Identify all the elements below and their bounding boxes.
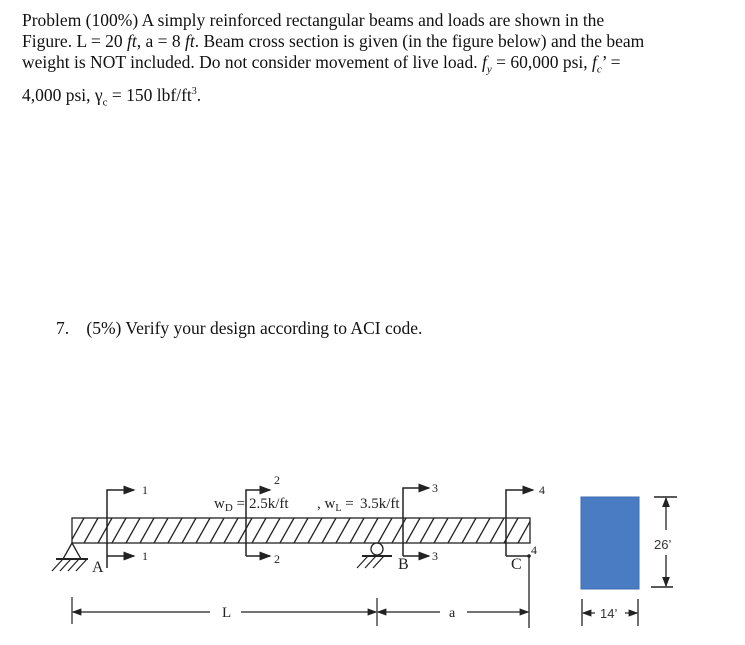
- svg-text:, wL =: , wL =: [317, 496, 354, 514]
- roller-support-b-icon: [356, 542, 392, 569]
- svg-text:3: 3: [432, 549, 438, 563]
- width-label: 14’: [600, 606, 617, 621]
- svg-text:1: 1: [142, 483, 148, 497]
- section-cut-4: 4 4: [505, 483, 545, 558]
- svg-text:4: 4: [531, 543, 537, 557]
- support-b-label: B: [398, 556, 409, 573]
- dimension-a: a: [376, 606, 530, 621]
- beam: [71, 517, 531, 544]
- svg-text:a: a: [449, 606, 456, 621]
- problem-line-4: 4,000 psi, γc = 150 lbf/ft3.: [22, 84, 202, 108]
- problem-statement: Problem (100%) A simply reinforced recta…: [22, 10, 722, 113]
- problem-line-2: Figure. L = 20 ft, a = 8 ft. Beam cross …: [22, 31, 645, 51]
- svg-text:1: 1: [142, 549, 148, 563]
- section-cut-1: 1 1: [106, 483, 148, 568]
- support-c-label: C: [511, 556, 522, 573]
- support-a-label: A: [92, 559, 104, 576]
- section-cut-3: 3 3: [402, 481, 438, 563]
- section-cut-2: 2 2: [245, 473, 280, 566]
- problem-line-1: Problem (100%) A simply reinforced recta…: [22, 10, 605, 30]
- question-7: 7. (5%) Verify your design according to …: [56, 318, 422, 339]
- dimension-l: L: [71, 597, 378, 626]
- svg-text:2.5k/ft: 2.5k/ft: [249, 496, 289, 512]
- question-number: 7.: [56, 318, 70, 338]
- svg-text:3.5k/ft: 3.5k/ft: [360, 496, 400, 512]
- problem-line-3: weight is NOT included. Do not consider …: [22, 52, 621, 76]
- pin-support-a-icon: [51, 541, 88, 572]
- svg-text:4: 4: [539, 483, 545, 497]
- svg-text:wD =: wD =: [214, 496, 245, 514]
- load-label: wD = 2.5k/ft , wL = 3.5k/ft: [214, 496, 400, 514]
- svg-text:2: 2: [274, 473, 280, 487]
- question-text: (5%) Verify your design according to ACI…: [86, 318, 423, 338]
- cross-section: 26’ 14’: [580, 496, 677, 626]
- svg-text:2: 2: [274, 552, 280, 566]
- svg-text:L: L: [222, 605, 231, 621]
- height-label: 26’: [654, 537, 671, 552]
- svg-text:3: 3: [432, 481, 438, 495]
